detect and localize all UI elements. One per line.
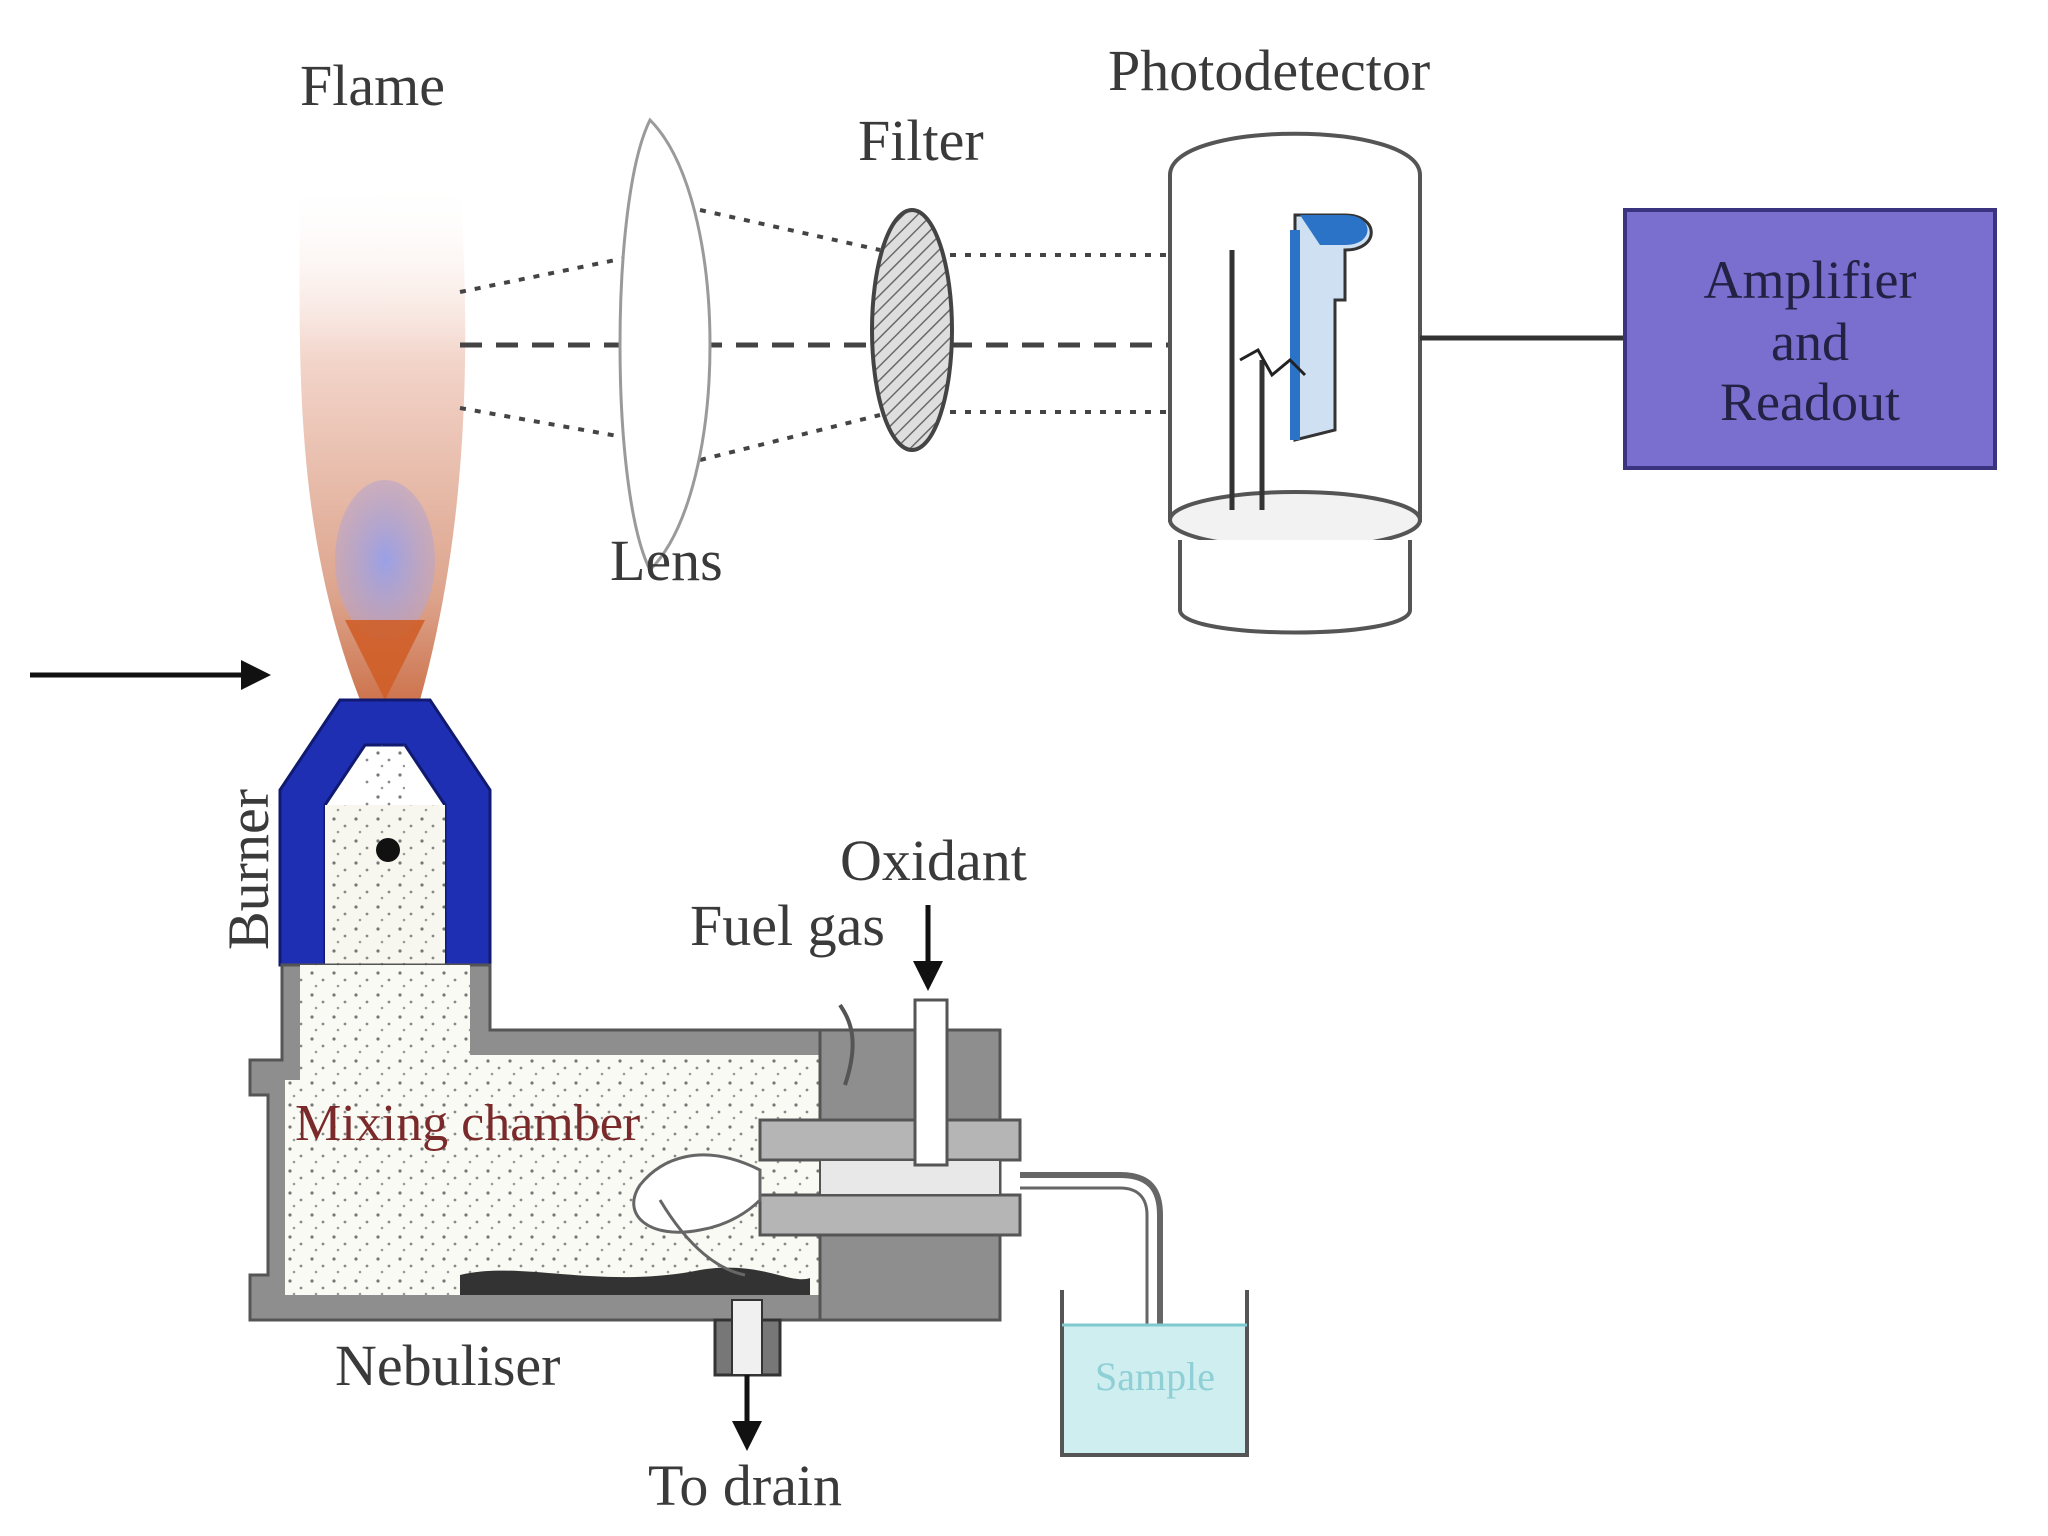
lens [618,117,712,573]
nebuliser-label: Nebuliser [335,1333,561,1398]
amplifier-label-line3: Readout [1720,372,1900,432]
sample-beaker: Sample [1020,1172,1249,1457]
flame [299,180,466,700]
amplifier-readout-box: Amplifier and Readout [1623,208,1997,470]
burner-label: Burner [216,789,281,950]
sample-label: Sample [1095,1354,1215,1399]
mixing-chamber [248,963,1022,1377]
light-path [459,208,1170,462]
amplifier-label-line1: Amplifier [1704,250,1917,310]
photodetector-label: Photodetector [1108,38,1430,103]
filter-label: Filter [858,108,984,173]
to-drain-label: To drain [648,1453,842,1518]
fuel-gas-label: Fuel gas [690,893,885,958]
oxidant-label: Oxidant [840,828,1027,893]
amplifier-label-line2: and [1771,312,1849,372]
mixing-chamber-label: Mixing chamber [295,1095,640,1152]
burner [278,698,492,967]
lens-label: Lens [610,528,723,593]
filter [870,208,954,452]
photodetector [1168,131,1422,635]
flame-label: Flame [300,53,445,118]
